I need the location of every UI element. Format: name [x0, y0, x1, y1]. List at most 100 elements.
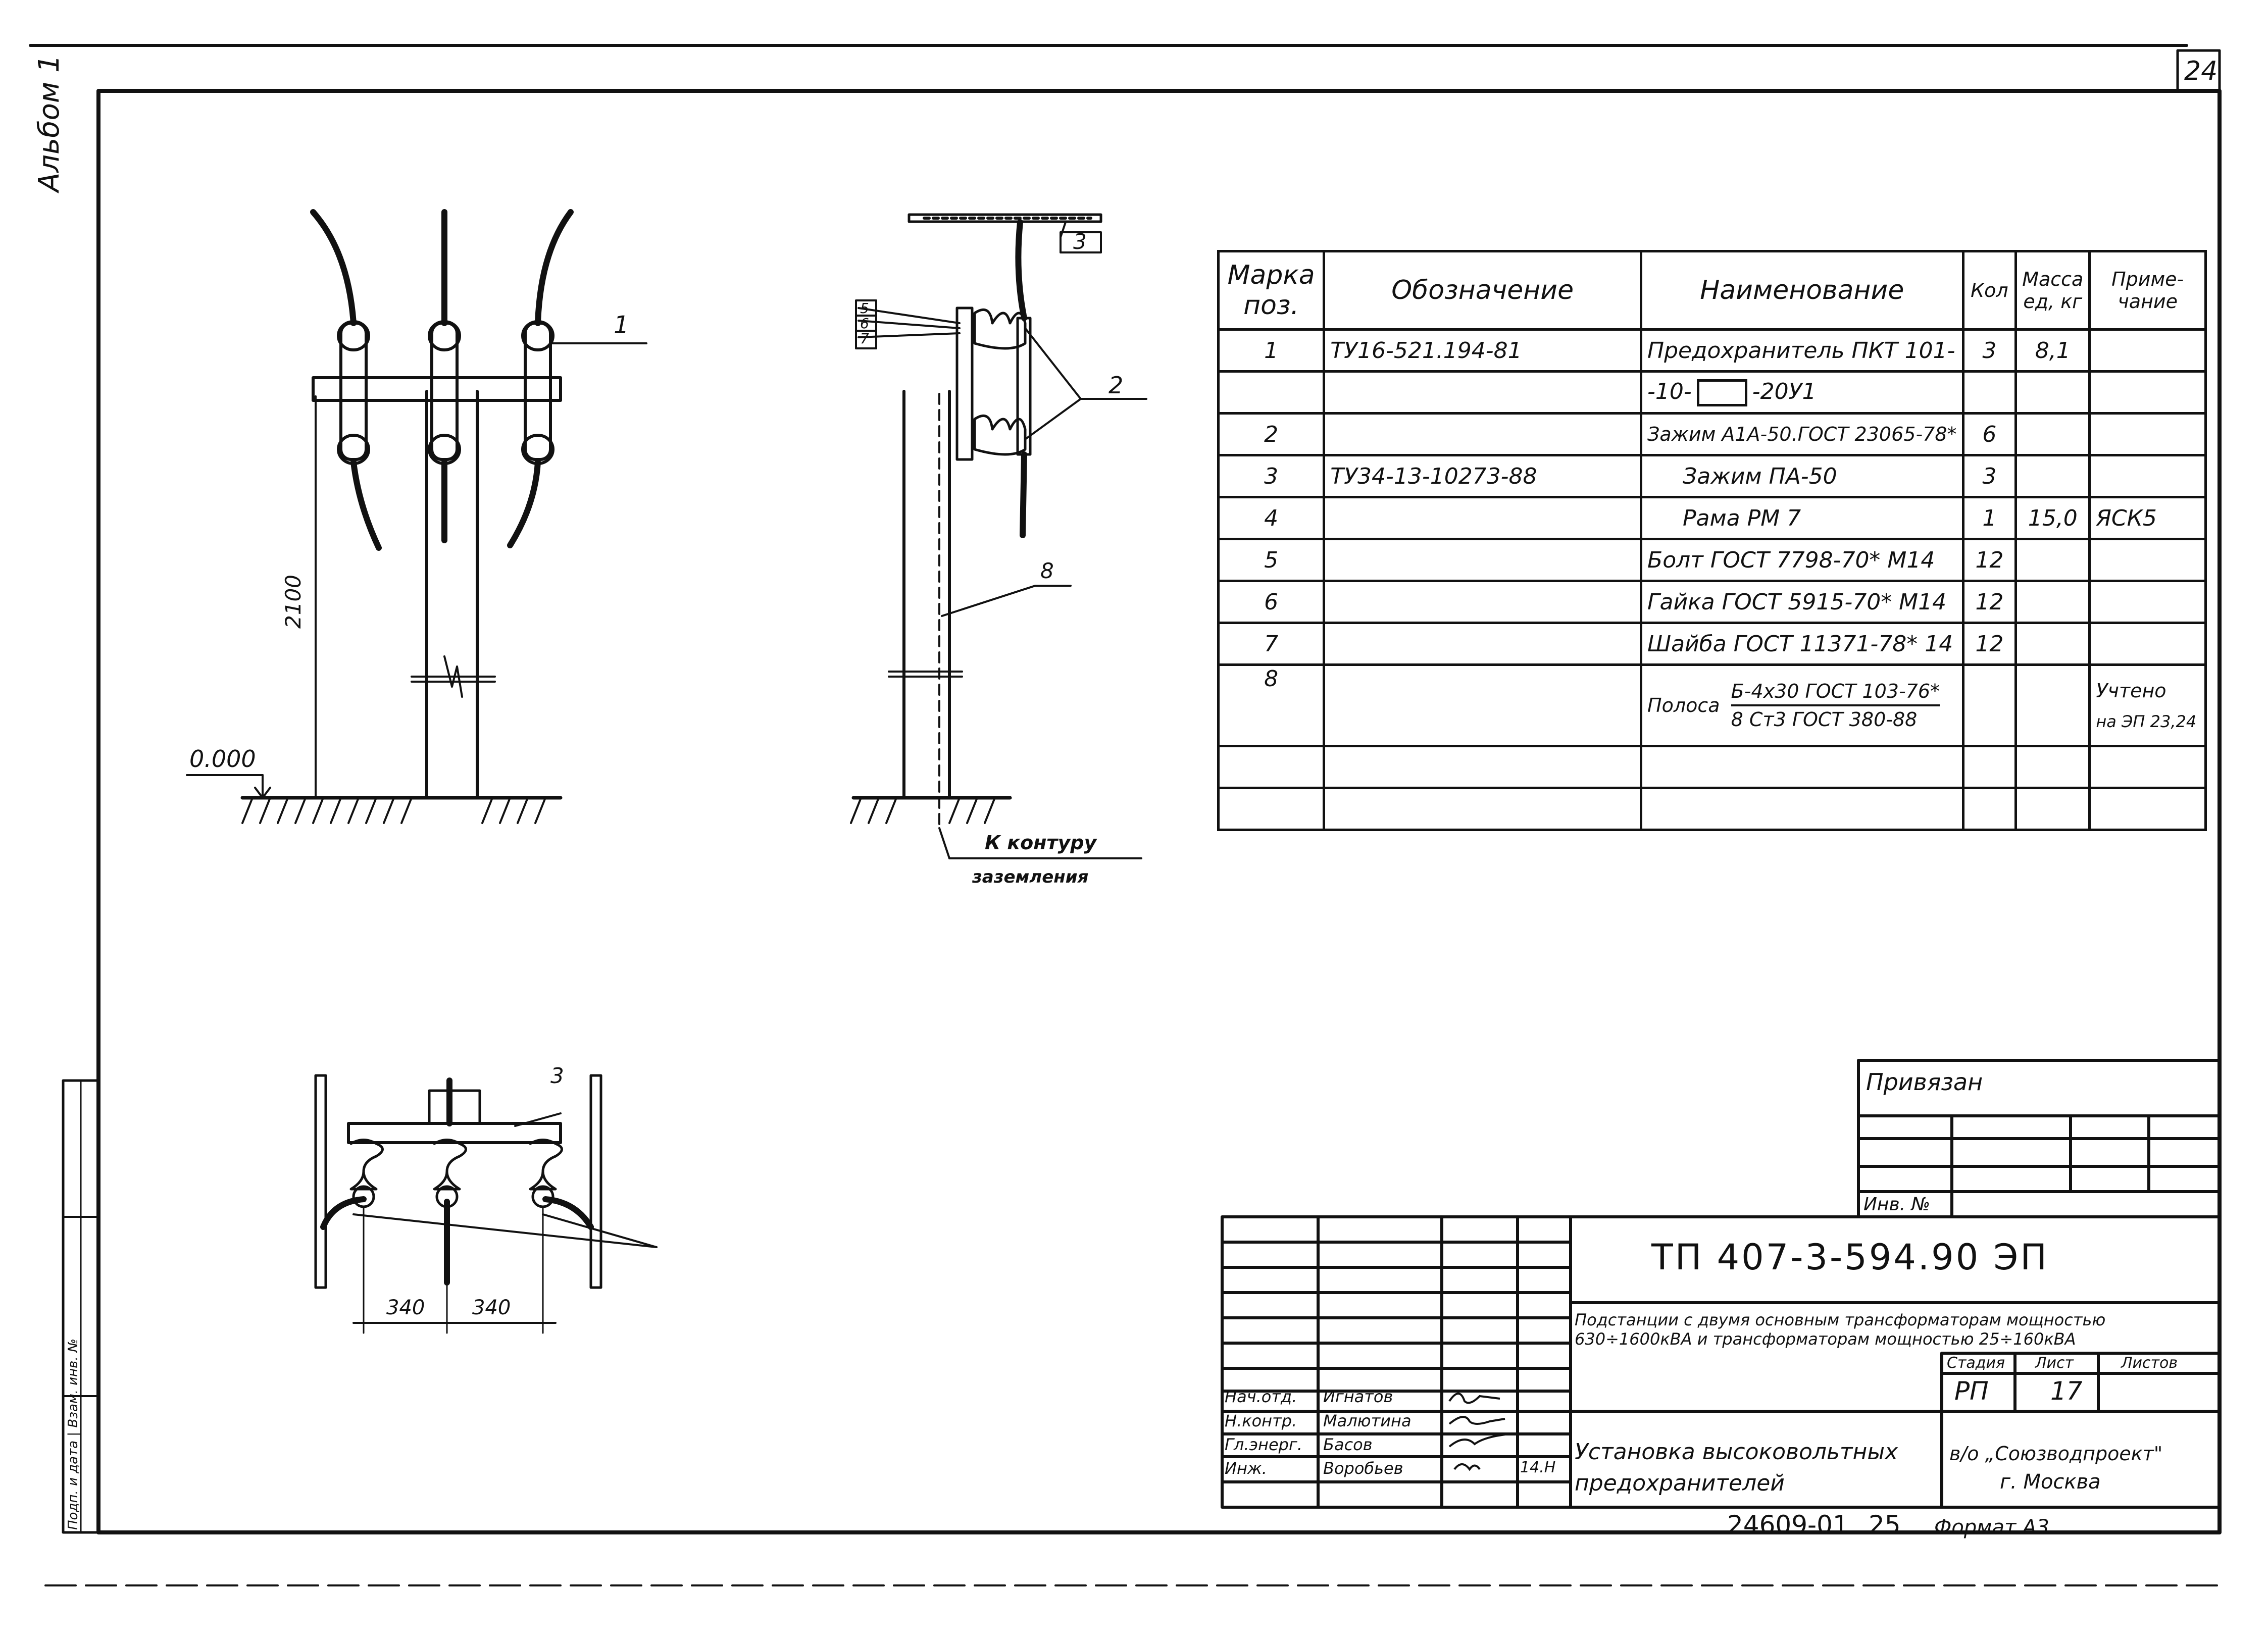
table-row: 6 Гайка ГОСТ 5915-70* М14 12: [1217, 580, 2207, 624]
side-pos3-label: 3: [1073, 229, 1087, 254]
row-mark: 4: [1217, 496, 1326, 540]
row-mass: 8,1: [2014, 328, 2091, 373]
plan-pos3-label: 3: [550, 1063, 564, 1088]
row-qty: [1961, 370, 2018, 415]
row-name: -10- -20У1: [1640, 370, 1964, 415]
front-dim-height: 2100: [281, 575, 306, 629]
row-name-fraction-top: Б-4х30 ГОСТ 103-76*: [1731, 680, 1940, 706]
signer-name-2: Малютина: [1323, 1411, 1412, 1430]
signer-date-4: 14.Н: [1520, 1459, 1556, 1476]
organization-line1: в/о „Союзводпроект": [1949, 1443, 2163, 1465]
side-ground-line2: заземления: [972, 867, 1089, 887]
signer-role-1: Нач.отд.: [1225, 1387, 1297, 1406]
table-row: 3 ТУ34-13-10273-88 Зажим ПА-50 3: [1217, 454, 2207, 498]
row-note: [2088, 370, 2207, 415]
row-designation: [1323, 412, 1643, 456]
specification-table: Марка поз. Обозначение Наименование Кол …: [1217, 250, 2207, 831]
row-name: Рама РМ 7: [1640, 496, 1964, 540]
side-pos5-label: 5: [860, 300, 869, 317]
signer-name-1: Игнатов: [1323, 1387, 1393, 1406]
row-qty: 3: [1961, 328, 2018, 373]
row-mass: [2014, 454, 2091, 498]
row-name-main: Полоса: [1647, 694, 1720, 716]
signer-role-4: Инж.: [1225, 1459, 1267, 1478]
side-pos2-label: 2: [1108, 372, 1124, 399]
row-designation: [1323, 496, 1643, 540]
header-designation: Обозначение: [1323, 250, 1643, 331]
row-note-line1: Учтено: [2096, 680, 2166, 702]
row-mark: 8: [1217, 663, 1326, 747]
row-designation: [1323, 370, 1643, 415]
row-name: Зажим ПА-50: [1640, 454, 1964, 498]
sheet-number: 24: [2184, 56, 2218, 86]
row-designation: [1323, 622, 1643, 666]
table-row: -10- -20У1: [1217, 370, 2207, 415]
blank-box: [1696, 379, 1747, 406]
row-name: Болт ГОСТ 7798-70* М14: [1640, 538, 1964, 582]
side-stamp-text: Подп. и дата | Взам. инв. №: [66, 1339, 81, 1530]
signer-name-3: Басов: [1323, 1435, 1373, 1454]
table-row: 1 ТУ16-521.194-81 Предохранитель ПКТ 101…: [1217, 328, 2207, 373]
privyazan-label: Привязан: [1866, 1068, 1983, 1096]
signer-role-3: Гл.энерг.: [1225, 1435, 1302, 1454]
sheet-number-box: [2176, 49, 2221, 92]
row-note: [2088, 454, 2207, 498]
row-note-line2: на ЭП 23,24: [2096, 712, 2197, 731]
row-qty: 12: [1961, 580, 2018, 624]
table-row: [1217, 745, 2207, 789]
row-mark: 5: [1217, 538, 1326, 582]
table-row: 5 Болт ГОСТ 7798-70* М14 12: [1217, 538, 2207, 582]
row-name: Шайба ГОСТ 11371-78* 14: [1640, 622, 1964, 666]
row-note: [2088, 580, 2207, 624]
row-mass: [2014, 538, 2091, 582]
table-row: 4 Рама РМ 7 1 15,0 ЯСК5: [1217, 496, 2207, 540]
side-view-drawing: [850, 213, 1147, 859]
row-name-part-a: -10-: [1647, 378, 1692, 404]
organization-line2: г. Москва: [2000, 1470, 2101, 1494]
row-note: [2088, 328, 2207, 373]
row-qty: 6: [1961, 412, 2018, 456]
row-name-part-b: -20У1: [1752, 378, 1817, 404]
row-mark: 6: [1217, 580, 1326, 624]
signer-role-2: Н.контр.: [1225, 1411, 1297, 1430]
project-title: Подстанции с двумя основным трансформато…: [1575, 1310, 2106, 1349]
row-mass: [2014, 663, 2091, 747]
row-mark: [1217, 370, 1326, 415]
side-ground-line1: К контуру: [985, 832, 1097, 854]
table-row: 8 Полоса Б-4х30 ГОСТ 103-76* 8 Ст3 ГОСТ …: [1217, 663, 2207, 747]
header-name: Наименование: [1640, 250, 1964, 331]
header-qty: Кол: [1961, 250, 2018, 331]
plan-dim-right: 340: [472, 1296, 511, 1319]
header-note: Приме- чание: [2088, 250, 2207, 331]
front-view-drawing: [186, 209, 647, 824]
row-designation: ТУ16-521.194-81: [1323, 328, 1643, 373]
table-row: [1217, 787, 2207, 831]
sheet-label: Лист: [2035, 1354, 2074, 1372]
sheet-value: 17: [2050, 1376, 2083, 1406]
archive-number: 24609-01: [1727, 1510, 1849, 1540]
plan-dim-left: 340: [386, 1296, 425, 1319]
row-note: Учтено на ЭП 23,24: [2088, 663, 2207, 747]
plan-view-drawing: [314, 1074, 658, 1334]
row-qty: 1: [1961, 496, 2018, 540]
row-mass: [2014, 622, 2091, 666]
signer-name-4: Воробьев: [1323, 1459, 1403, 1478]
side-pos8-label: 8: [1040, 558, 1054, 583]
row-qty: 12: [1961, 622, 2018, 666]
row-name: Полоса Б-4х30 ГОСТ 103-76* 8 Ст3 ГОСТ 38…: [1640, 663, 1964, 747]
stage-value: РП: [1954, 1376, 1989, 1406]
header-mass: Масса ед, кг: [2014, 250, 2091, 331]
row-designation: [1323, 580, 1643, 624]
row-note: ЯСК5: [2088, 496, 2207, 540]
row-name-fraction-bottom: 8 Ст3 ГОСТ 380-88: [1731, 708, 1918, 731]
row-note: [2088, 622, 2207, 666]
paper-format: Формат А3: [1934, 1516, 2049, 1539]
row-mass: 15,0: [2014, 496, 2091, 540]
title-block-lines: [1221, 1059, 2221, 1509]
page-number: 25: [1869, 1510, 1901, 1540]
spec-header-row: Марка поз. Обозначение Наименование Кол …: [1217, 250, 2207, 331]
front-level-mark: 0.000: [189, 745, 256, 773]
drawing-code: ТП 407-3-594.90 ЭП: [1651, 1237, 2049, 1278]
header-mark: Марка поз.: [1217, 250, 1326, 331]
